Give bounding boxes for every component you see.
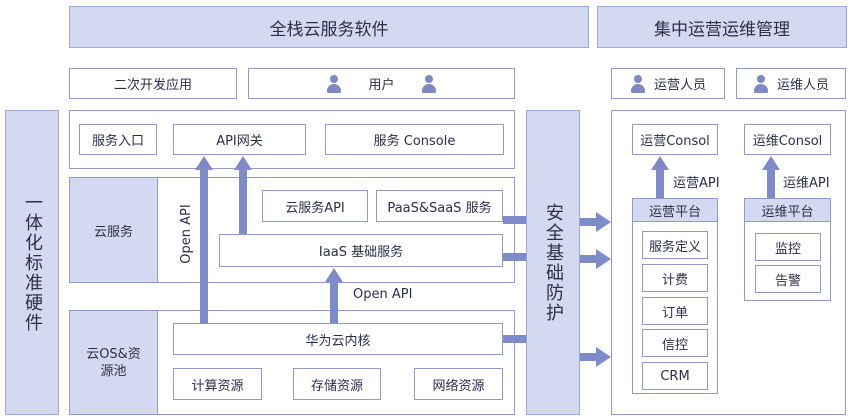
users-label: 用户 [368, 78, 395, 93]
iaas-up-arrow [234, 156, 252, 234]
service-console-box: 服务 Console [325, 124, 504, 155]
paas-saas-label: PaaS&SaaS 服务 [387, 200, 492, 216]
maint-api-label: 运维API [783, 176, 830, 191]
network-box: 网络资源 [414, 368, 503, 400]
security-label: 安全基础防护 [543, 202, 564, 323]
resource-pool-label-box: 云OS&资源池 [69, 310, 158, 415]
security-to-ops-arrow [580, 212, 611, 232]
cloud-to-security-connector [503, 216, 526, 343]
network-label: 网络资源 [432, 378, 485, 394]
iaas-label: IaaS 基础服务 [318, 245, 404, 260]
ops-item-label: 信控 [661, 337, 688, 353]
ops-console-label: 运营Consol [640, 134, 710, 149]
maintainer-icon [753, 74, 769, 93]
standard-hardware-label: 一体化标准硬件 [22, 192, 43, 333]
cloud-service-label: 云服务 [93, 224, 133, 240]
ops-api-label: 运营API [673, 176, 720, 191]
maint-console-label: 运维Consol [752, 134, 823, 149]
users-box: 用户 [248, 68, 515, 99]
maint-item-alarm: 告警 [755, 265, 821, 293]
ops-item-crm: CRM [642, 362, 708, 390]
open-api-up-arrow [195, 156, 213, 324]
ops-console-box: 运营Consol [632, 124, 718, 155]
open-api-horizontal-label: Open API [353, 287, 413, 302]
storage-label: 存储资源 [310, 378, 363, 394]
security-column: 安全基础防护 [526, 110, 580, 415]
compute-box: 计算资源 [173, 368, 262, 400]
secondary-dev-label: 二次开发应用 [113, 78, 192, 93]
maintainer-box: 运维人员 [736, 68, 846, 99]
main-title-band: 全栈云服务软件 [69, 6, 589, 48]
service-entry-label: 服务入口 [91, 134, 144, 149]
secondary-dev-box: 二次开发应用 [69, 68, 237, 99]
maint-item-monitor: 监控 [755, 233, 821, 261]
open-api-kernel-arrow [325, 268, 343, 323]
maint-platform-title: 运维平台 [761, 204, 814, 220]
ops-platform-title-box: 运营平台 [632, 198, 718, 222]
ops-api-up-arrow [651, 156, 669, 198]
maint-api-up-arrow [762, 156, 780, 198]
maint-console-box: 运维Consol [744, 124, 831, 155]
operator-box: 运营人员 [611, 68, 725, 99]
ops-item-label: 服务定义 [648, 239, 701, 255]
ops-item-billing: 计费 [642, 264, 708, 292]
open-api-vertical-label: Open API [179, 204, 194, 264]
security-to-ops-arrow [580, 249, 611, 269]
maintainer-label: 运维人员 [776, 78, 829, 93]
user-icon [421, 74, 437, 93]
kernel-box: 华为云内核 [173, 323, 503, 355]
ops-title: 集中运营运维管理 [654, 19, 790, 40]
ops-item-label: CRM [660, 368, 690, 384]
service-entry-box: 服务入口 [79, 124, 157, 155]
operator-label: 运营人员 [653, 78, 706, 93]
user-icon [326, 74, 342, 93]
paas-saas-box: PaaS&SaaS 服务 [376, 190, 503, 222]
storage-box: 存储资源 [293, 368, 381, 400]
maint-item-label: 监控 [774, 241, 801, 257]
api-gateway-box: API网关 [173, 124, 306, 155]
standard-hardware-column: 一体化标准硬件 [5, 110, 59, 415]
kernel-label: 华为云内核 [305, 333, 371, 349]
cloud-api-label: 云服务API [285, 200, 345, 216]
ops-item-label: 计费 [661, 272, 688, 288]
api-gateway-label: API网关 [216, 134, 263, 149]
ops-item-label: 订单 [661, 305, 688, 321]
main-title: 全栈云服务软件 [269, 19, 389, 40]
ops-title-band: 集中运营运维管理 [597, 6, 847, 48]
maint-item-label: 告警 [774, 273, 801, 289]
ops-platform-frame [632, 198, 718, 394]
ops-item-order: 订单 [642, 297, 708, 325]
ops-platform-title: 运营平台 [648, 204, 701, 220]
security-to-ops-arrow [580, 347, 611, 367]
maint-platform-title-box: 运维平台 [744, 198, 831, 222]
compute-label: 计算资源 [191, 378, 244, 394]
service-console-label: 服务 Console [373, 134, 456, 149]
resource-pool-label: 云OS&资源池 [86, 346, 141, 379]
iaas-box: IaaS 基础服务 [219, 234, 503, 267]
ops-item-credit: 信控 [642, 329, 708, 357]
ops-item-service-def: 服务定义 [642, 231, 708, 259]
cloud-service-label-box: 云服务 [69, 177, 158, 283]
operator-icon [630, 74, 646, 93]
cloud-api-box: 云服务API [262, 190, 368, 222]
